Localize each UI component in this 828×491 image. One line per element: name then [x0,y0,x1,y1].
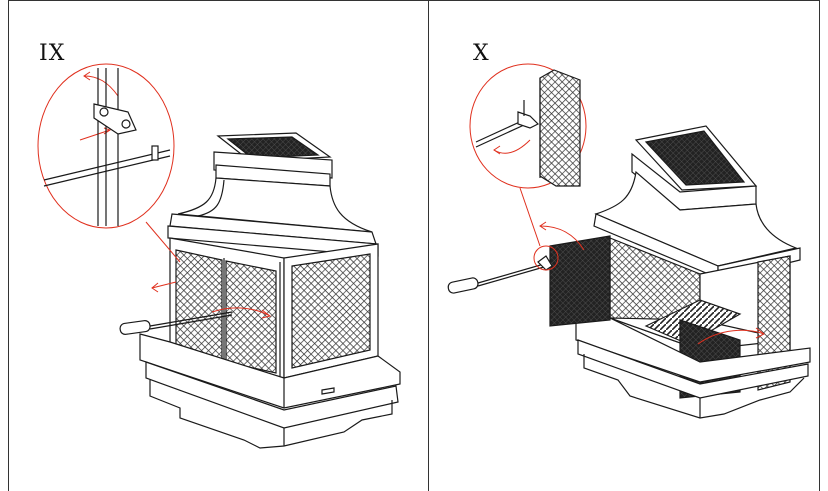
detail-magnifier-right [469,63,587,189]
hood-right [594,170,799,267]
latch-detail-left [43,68,171,226]
step-x-panel: X [428,0,820,491]
step-ix-panel: IX [8,0,428,491]
left-callout [37,63,272,319]
detail-magnifier-left [37,63,175,229]
poker-tool-left [119,311,233,335]
log-grate [644,299,742,345]
side-screen [291,253,371,369]
poker-tool-right [447,255,553,294]
chimney-screen [226,136,320,159]
left-door [175,249,223,361]
step-x-label: X [473,41,490,66]
latch-detail-right [475,69,581,187]
right-callout [469,63,765,345]
step-ix-label: IX [39,41,66,66]
left-door-open [549,235,611,327]
right-door [225,260,277,374]
fireplace-open [575,125,811,419]
fireplace-closed [139,132,401,449]
